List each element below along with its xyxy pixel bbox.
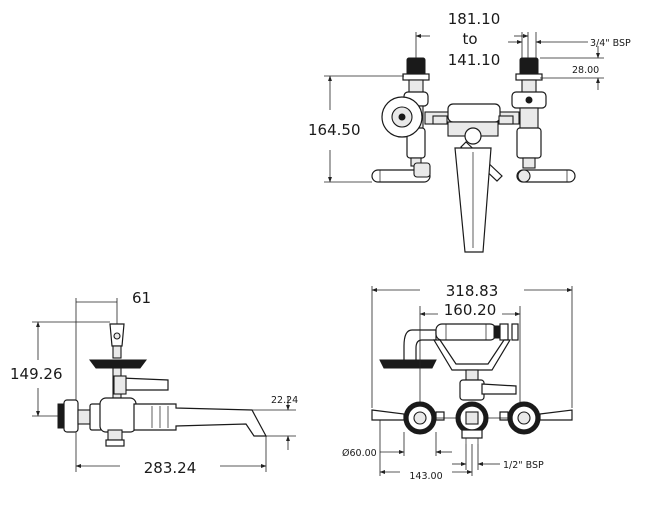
dim-half-centers: 143.00	[379, 420, 473, 482]
top-central-body	[424, 103, 520, 253]
dim-cradle-width: 160.20	[419, 301, 521, 402]
half-centers-label: 143.00	[409, 471, 442, 482]
escutcheon-diameter-label: Ø60.00	[342, 448, 377, 459]
front-center-valve	[455, 401, 489, 444]
dim-escutcheon-diameter: Ø60.00	[342, 432, 452, 459]
dim-centers: 181.10 to 141.10	[415, 10, 529, 69]
handle-offset-label: 61	[132, 289, 151, 307]
front-handset-cradle	[379, 323, 519, 371]
dim-top-height: 164.50	[308, 75, 404, 183]
side-body-spout	[57, 397, 268, 447]
dim-overall-width: 318.83	[371, 282, 573, 408]
side-lever	[113, 375, 169, 395]
centers-to-label: to	[462, 30, 477, 48]
dim-inlet-length: 28.00	[540, 46, 604, 90]
top-height-label: 164.50	[308, 121, 361, 139]
inlet-thread-label: 3/4" BSP	[590, 38, 631, 49]
front-left-valve	[371, 401, 445, 435]
side-view: 61 149.26 22.24 283.24	[10, 289, 298, 477]
top-right-valve	[511, 57, 576, 183]
spout-drop-label: 22.24	[271, 395, 298, 406]
dim-side-height: 149.26	[10, 321, 110, 417]
dim-projection: 283.24	[75, 432, 267, 477]
side-height-label: 149.26	[10, 365, 63, 383]
front-view: 318.83 160.20 Ø60.00 143.00	[342, 282, 573, 482]
cradle-width-label: 160.20	[444, 301, 497, 319]
front-right-valve	[499, 401, 573, 435]
top-left-valve	[371, 57, 431, 183]
inlet-length-label: 28.00	[572, 65, 599, 76]
centers-min-label: 141.10	[448, 51, 501, 69]
dim-inlet-thread: 3/4" BSP	[508, 32, 631, 58]
dim-handle-offset: 61	[75, 289, 151, 400]
dim-spout-drop: 22.24	[252, 395, 298, 450]
centers-max-label: 181.10	[448, 10, 501, 28]
projection-label: 283.24	[144, 459, 197, 477]
overall-width-label: 318.83	[446, 282, 499, 300]
outlet-thread-label: 1/2" BSP	[503, 460, 544, 471]
top-view: 181.10 to 141.10 3/4" BSP 28.00 16	[308, 10, 631, 253]
dim-outlet-thread: 1/2" BSP	[452, 444, 544, 471]
front-central-column	[459, 369, 517, 401]
